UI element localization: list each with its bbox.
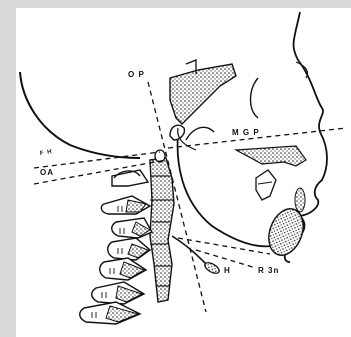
- eye-outline: [296, 62, 308, 78]
- chin-symphysis: [263, 204, 309, 260]
- maxilla: [236, 146, 306, 166]
- label-r3n: R 3n: [258, 266, 279, 275]
- tooth: [256, 170, 276, 200]
- cranial-curve: [251, 78, 259, 118]
- label-oa: OA: [40, 168, 54, 177]
- cervical-column: [150, 158, 174, 302]
- label-h: H: [224, 266, 231, 275]
- skull-outline: [20, 72, 140, 158]
- label-op: O P: [128, 70, 145, 79]
- condyle: [170, 125, 184, 140]
- upper-bone: [170, 64, 236, 124]
- label-mgp: M G P: [232, 128, 260, 137]
